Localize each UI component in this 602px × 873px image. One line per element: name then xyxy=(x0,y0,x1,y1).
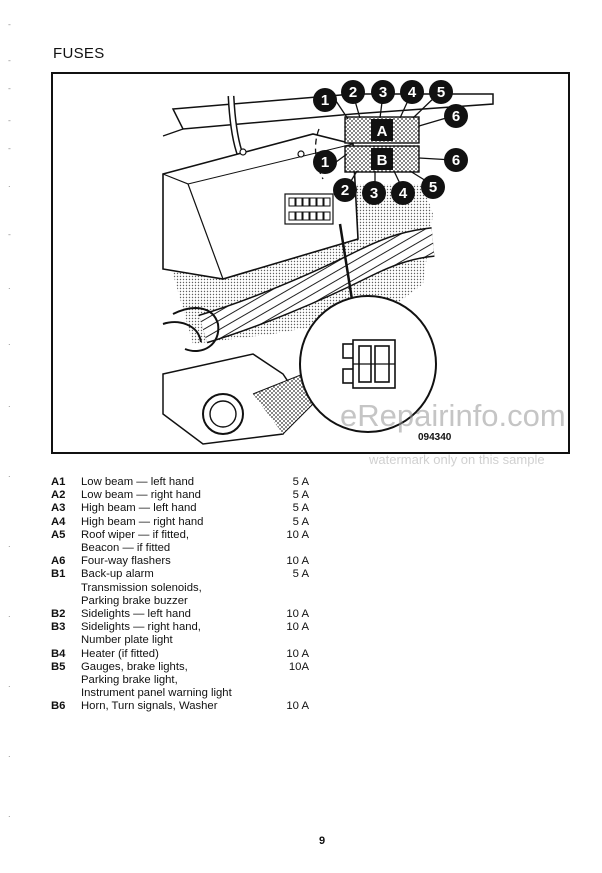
fuse-row: A3 High beam — left hand 5 A xyxy=(51,502,351,515)
fuse-rating: 10 A xyxy=(286,608,309,621)
fuse-rating: 5 A xyxy=(292,568,309,581)
watermark-subtext: watermark only on this sample xyxy=(369,452,545,467)
fuse-description-line: Roof wiper — if fitted, xyxy=(81,528,189,541)
fuse-rating: 5 A xyxy=(292,489,309,502)
fuse-description-line: Four-way flashers xyxy=(81,555,171,568)
figure-code: 094340 xyxy=(418,432,452,443)
fuse-row: B3 Sidelights — right hand,Number plate l… xyxy=(51,621,351,647)
fuse-rating: 10 A xyxy=(286,647,309,660)
fuse-description-line: High beam — right hand xyxy=(81,515,204,528)
fuse-code: B2 xyxy=(51,608,66,621)
watermark-text: eRepairinfo.com xyxy=(340,398,566,433)
fuse-description-line: Gauges, brake lights, xyxy=(81,660,188,673)
fuse-description-line: Number plate light xyxy=(81,634,173,647)
fuse-description-line: Instrument panel warning light xyxy=(81,687,232,700)
fuse-row: A6 Four-way flashers 10 A xyxy=(51,555,351,568)
fuse-code: A6 xyxy=(51,555,66,568)
fuse-description-line: High beam — left hand xyxy=(81,502,197,515)
fuse-description: Low beam — left hand xyxy=(81,476,281,489)
callout-top-6: 6 xyxy=(452,108,460,125)
box-a-label: A xyxy=(377,123,388,140)
fuse-code: A4 xyxy=(51,515,66,528)
fuse-code: B3 xyxy=(51,621,66,634)
fuse-description-line: Low beam — right hand xyxy=(81,489,201,502)
fuse-code: B1 xyxy=(51,568,66,581)
callout-top-4: 4 xyxy=(408,84,417,101)
callout-bottom-6: 6 xyxy=(452,152,460,169)
fuse-description-line: Beacon — if fitted xyxy=(81,542,171,555)
fuse-code: A2 xyxy=(51,489,66,502)
callout-top-1: 1 xyxy=(321,92,329,109)
fuse-description-line: Low beam — left hand xyxy=(81,476,195,488)
fuse-description-line: Transmission solenoids, xyxy=(81,581,202,594)
callout-bottom-2: 2 xyxy=(341,182,349,199)
page-number: 9 xyxy=(319,835,326,847)
fuse-row: B5 Gauges, brake lights,Parking brake lig… xyxy=(51,661,351,701)
fuse-row: B4 Heater (if fitted) 10 A xyxy=(51,648,351,661)
fuse-description: Heater (if fitted) xyxy=(81,648,281,661)
fuse-rating: 10 A xyxy=(286,700,309,713)
box-b-label: B xyxy=(377,152,388,169)
fuse-description-line: Parking brake light, xyxy=(81,674,178,687)
page-title: FUSES xyxy=(53,45,105,62)
fuse-description-line: Back-up alarm xyxy=(81,568,154,581)
fuse-rating: 10 A xyxy=(286,555,309,568)
fuse-description: Sidelights — right hand,Number plate lig… xyxy=(81,621,281,647)
fuse-rating: 5 A xyxy=(292,476,309,488)
fuse-row: B6 Horn, Turn signals, Washer 10 A xyxy=(51,700,351,713)
fuse-description: High beam — right hand xyxy=(81,516,281,529)
margin-marks: --- --. -.. ... ... . xyxy=(8,20,11,819)
callout-bottom-3: 3 xyxy=(370,185,378,202)
fuse-description: Sidelights — left hand xyxy=(81,608,281,621)
fuse-row: A4 High beam — right hand 5 A xyxy=(51,516,351,529)
fuse-code: A1 xyxy=(51,476,66,488)
callout-top-2: 2 xyxy=(349,84,357,101)
callout-top-5: 5 xyxy=(437,84,445,101)
fuse-rating: 10 A xyxy=(286,528,309,541)
fuse-code: B4 xyxy=(51,647,66,660)
fuse-box-figure: A B 1 2 3 4 xyxy=(51,72,570,454)
callout-bottom-4: 4 xyxy=(399,185,408,202)
fuse-rating: 10 A xyxy=(286,621,309,634)
fuse-row: B2 Sidelights — left hand 10 A xyxy=(51,608,351,621)
fuse-code: B5 xyxy=(51,660,66,673)
fuse-description: Low beam — right hand xyxy=(81,489,281,502)
fuse-description-line: Sidelights — left hand xyxy=(81,608,191,621)
fuse-rating: 5 A xyxy=(292,515,309,528)
fuse-row: A2 Low beam — right hand 5 A xyxy=(51,489,351,502)
fuse-code: B6 xyxy=(51,700,66,713)
fuse-description-line: Parking brake buzzer xyxy=(81,594,188,607)
callout-bottom-1: 1 xyxy=(321,154,329,171)
fuse-row: A1 Low beam — left hand 5 A xyxy=(51,476,351,489)
fuse-description-line: Sidelights — right hand, xyxy=(81,621,201,634)
fuse-description: High beam — left hand xyxy=(81,502,281,515)
fuse-rating: 5 A xyxy=(292,502,309,515)
fuse-description: Horn, Turn signals, Washer xyxy=(81,700,281,713)
callout-top-3: 3 xyxy=(379,84,387,101)
fuse-description: Roof wiper — if fitted,Beacon — if fitte… xyxy=(81,529,281,555)
fuse-row: A5 Roof wiper — if fitted,Beacon — if fit… xyxy=(51,529,351,555)
callout-bottom-5: 5 xyxy=(429,179,437,196)
fuse-box-illustration: A B 1 2 3 4 xyxy=(162,80,494,445)
fuse-description-line: Heater (if fitted) xyxy=(81,647,159,660)
fuse-list: A1 Low beam — left hand 5 A A2 Low beam — ri… xyxy=(51,476,351,714)
fuse-code: A5 xyxy=(51,528,66,541)
fuse-description-line: Horn, Turn signals, Washer xyxy=(81,700,218,713)
fuse-code: A3 xyxy=(51,502,66,515)
fuse-description: Four-way flashers xyxy=(81,555,281,568)
fuse-rating: 10A xyxy=(288,660,309,673)
fuse-description: Gauges, brake lights,Parking brake light… xyxy=(81,661,281,701)
